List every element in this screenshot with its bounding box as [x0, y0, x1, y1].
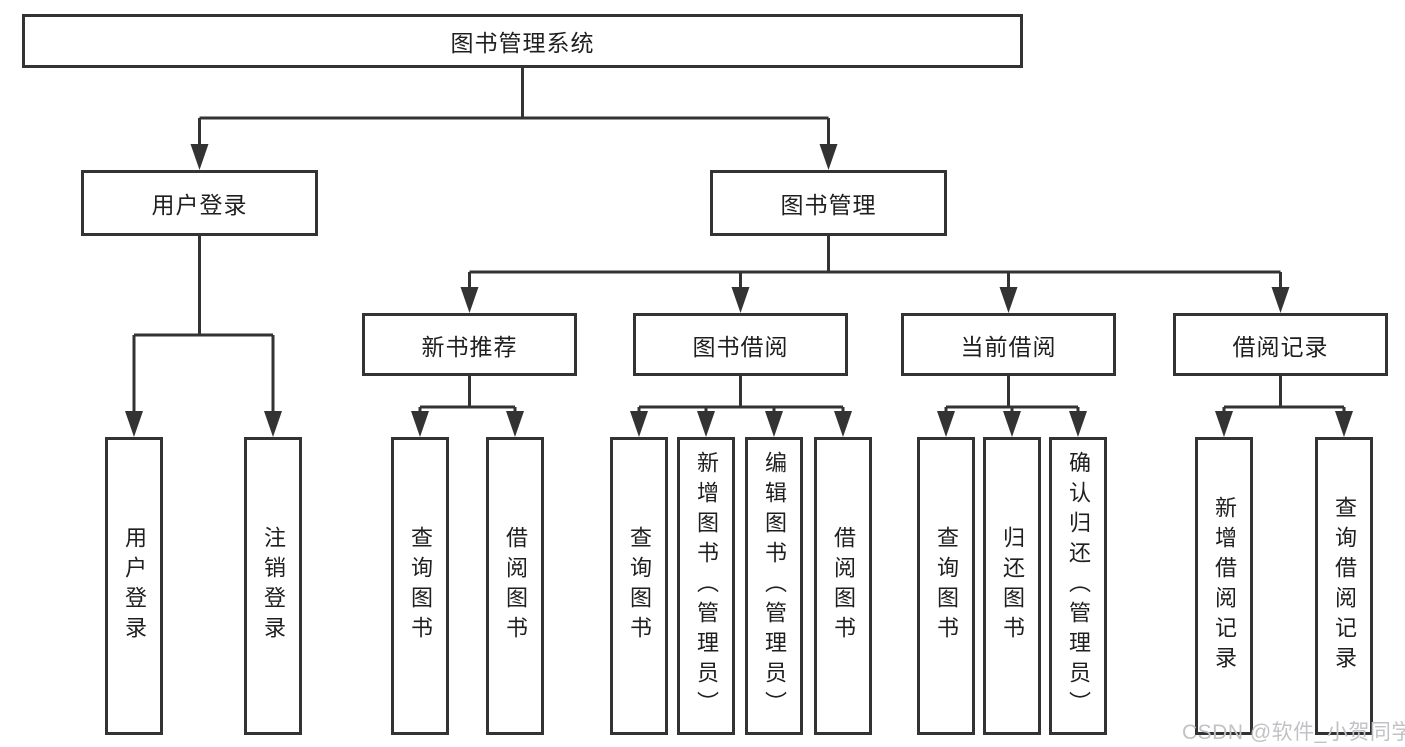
node-label: 图书借阅 — [692, 333, 789, 360]
leaf-br-add-record: 新增借阅记录 — [1195, 437, 1253, 735]
node-current-borrowing: 当前借阅 — [901, 313, 1116, 376]
leaf-user-login: 用户登录 — [105, 437, 163, 735]
leaf-br-query-record: 查询借阅记录 — [1315, 437, 1373, 735]
node-label: 查询图书 — [934, 526, 959, 646]
node-label: 注销登录 — [261, 526, 286, 646]
node-book-management-system: 图书管理系统 — [22, 14, 1023, 68]
leaf-bb-borrow-books: 借阅图书 — [814, 437, 872, 735]
node-label: 查询图书 — [627, 526, 652, 646]
node-label: 查询图书 — [408, 526, 433, 646]
watermark-text: CSDN @软件_小贺同学 — [1182, 721, 1405, 744]
leaf-cb-query-books: 查询图书 — [917, 437, 975, 735]
node-label: 用户登录 — [122, 526, 147, 646]
node-label: 新增图书（管理员） — [694, 451, 719, 721]
node-book-borrowing: 图书借阅 — [633, 313, 848, 376]
node-borrowing-records: 借阅记录 — [1173, 313, 1388, 376]
node-new-book-recommend: 新书推荐 — [362, 313, 577, 376]
node-book-management: 图书管理 — [710, 170, 947, 236]
arrowheads — [125, 144, 1353, 437]
node-label: 编辑图书（管理员） — [762, 451, 787, 721]
node-label: 用户登录 — [151, 192, 248, 218]
leaf-bb-add-books-admin: 新增图书（管理员） — [677, 437, 735, 735]
node-user-login: 用户登录 — [81, 170, 318, 236]
node-label: 借阅图书 — [503, 526, 528, 646]
node-label: 当前借阅 — [960, 333, 1057, 360]
node-label: 借阅记录 — [1232, 333, 1329, 360]
node-label: 查询借阅记录 — [1332, 496, 1357, 676]
leaf-bb-edit-books-admin: 编辑图书（管理员） — [745, 437, 803, 735]
node-label: 借阅图书 — [831, 526, 856, 646]
node-label: 确认归还（管理员） — [1066, 451, 1091, 721]
node-label: 图书管理系统 — [450, 30, 595, 56]
node-label: 新书推荐 — [421, 333, 518, 360]
node-label: 图书管理 — [780, 192, 877, 218]
node-label: 新增借阅记录 — [1212, 496, 1237, 676]
leaf-nbr-borrow-books: 借阅图书 — [486, 437, 544, 735]
leaf-cb-return-books: 归还图书 — [983, 437, 1041, 735]
leaf-logout: 注销登录 — [244, 437, 302, 735]
leaf-bb-query-books: 查询图书 — [610, 437, 668, 735]
leaf-cb-confirm-return-admin: 确认归还（管理员） — [1049, 437, 1107, 735]
leaf-nbr-query-books: 查询图书 — [391, 437, 449, 735]
node-label: 归还图书 — [1000, 526, 1025, 646]
